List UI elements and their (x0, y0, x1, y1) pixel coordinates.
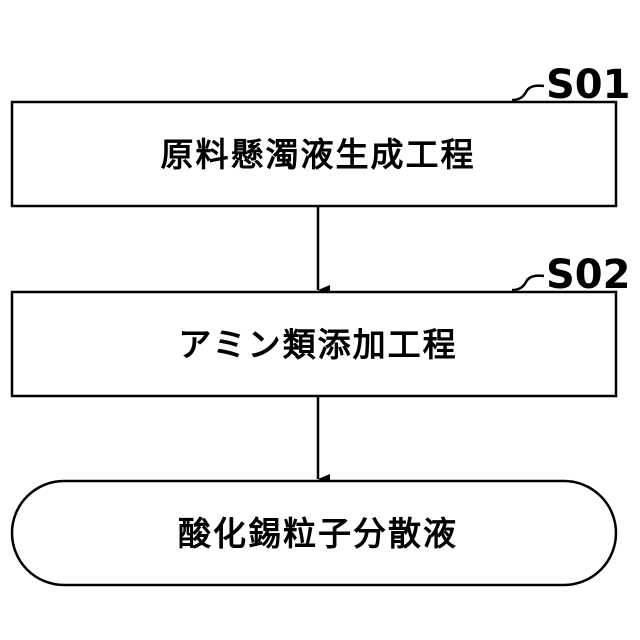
result-terminal: 酸化錫粒子分散液 (12, 481, 616, 585)
step-s02: S02 アミン類添加工程 (12, 252, 630, 396)
s01-label: 原料懸濁液生成工程 (161, 135, 476, 174)
result-label: 酸化錫粒子分散液 (178, 514, 458, 553)
step-s01: S01 原料懸濁液生成工程 (12, 62, 630, 206)
s01-leader-line (512, 86, 544, 100)
s02-leader-line (512, 276, 544, 290)
s02-label: アミン類添加工程 (178, 325, 457, 364)
